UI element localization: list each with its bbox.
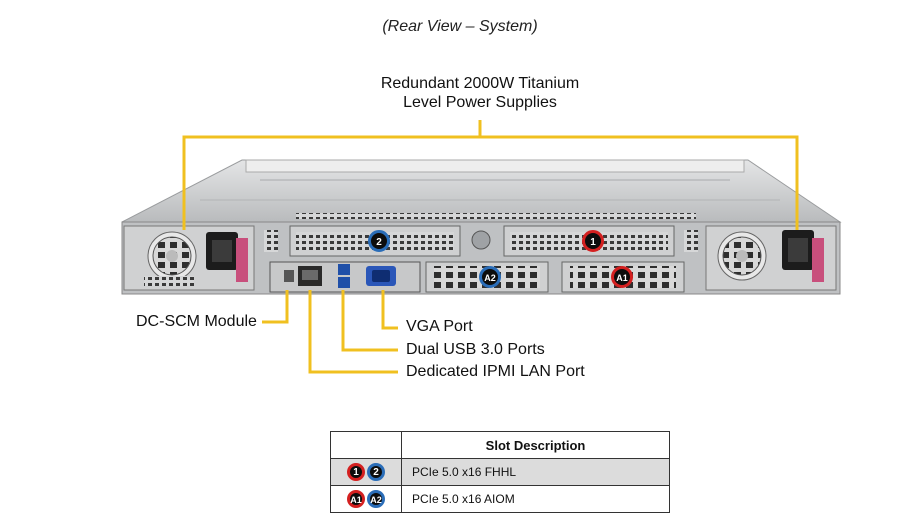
slot-badge-a2: A2 bbox=[367, 490, 385, 508]
usb-port-1 bbox=[338, 264, 350, 275]
svg-text:A2: A2 bbox=[484, 273, 496, 283]
dc-scm-module bbox=[269, 261, 421, 293]
dc-scm-callout-line bbox=[262, 290, 289, 324]
usb-ports-label: Dual USB 3.0 Ports bbox=[406, 341, 545, 358]
left-power-supply bbox=[123, 225, 255, 291]
table-header-blank bbox=[330, 431, 402, 459]
table-header-label: Slot Description bbox=[401, 431, 670, 459]
diagram-title: (Rear View – System) bbox=[382, 18, 538, 35]
pcie-slot-2 bbox=[289, 225, 461, 257]
thumb-screw bbox=[471, 230, 491, 250]
slot-marker-1: 1 bbox=[582, 230, 604, 252]
vga-callout-line bbox=[381, 290, 398, 330]
table-description-cell: PCIe 5.0 x16 FHHL bbox=[401, 458, 670, 486]
table-description-cell: PCIe 5.0 x16 AIOM bbox=[401, 485, 670, 513]
usb-callout-line bbox=[341, 290, 398, 352]
dc-scm-label: DC-SCM Module bbox=[136, 313, 257, 330]
right-power-supply bbox=[705, 225, 837, 291]
ipmi-callout-line bbox=[308, 290, 398, 374]
ipmi-lan-label: Dedicated IPMI LAN Port bbox=[406, 363, 585, 380]
psu-label-line1: Redundant 2000W Titanium bbox=[380, 75, 580, 92]
slot-marker-a1: A1 bbox=[611, 266, 633, 288]
psu-label-line2: Level Power Supplies bbox=[403, 94, 557, 111]
psu-label: Redundant 2000W Titanium Level Power Sup… bbox=[330, 74, 630, 112]
slot-marker-2: 2 bbox=[368, 230, 390, 252]
svg-text:2: 2 bbox=[376, 237, 382, 248]
callout-lines bbox=[182, 120, 799, 374]
slot-badge-2: 2 bbox=[367, 463, 385, 481]
slot-badge-1: 1 bbox=[347, 463, 365, 481]
psu-callout-bracket bbox=[182, 135, 799, 230]
svg-text:A1: A1 bbox=[616, 273, 628, 283]
vga-port-label: VGA Port bbox=[406, 318, 473, 335]
svg-text:1: 1 bbox=[590, 237, 596, 248]
table-header-row: Slot Description bbox=[330, 431, 670, 459]
slot-badge-a1: A1 bbox=[347, 490, 365, 508]
slot-marker-a2: A2 bbox=[479, 266, 501, 288]
usb-port-2 bbox=[338, 277, 350, 288]
